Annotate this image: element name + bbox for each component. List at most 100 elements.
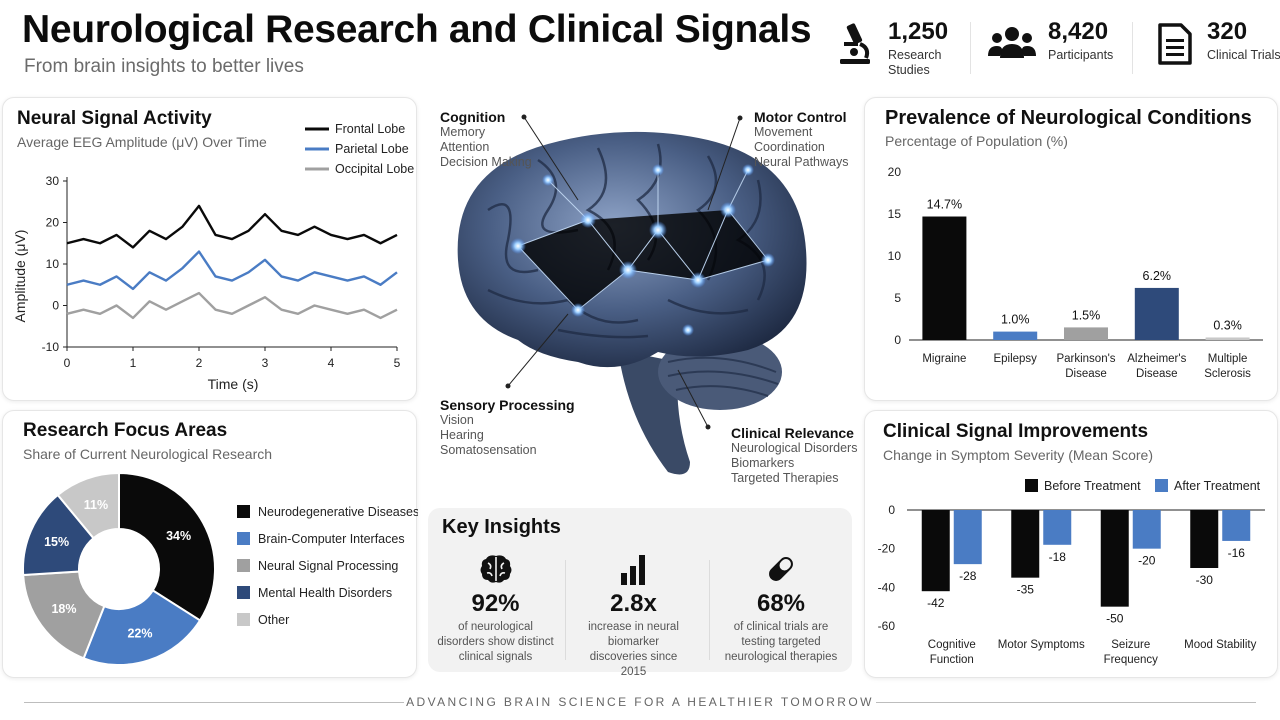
donut-slice <box>22 570 106 660</box>
x-tick-label: 1 <box>130 356 137 370</box>
key-insights-panel: Key Insights 92% of neurological disorde… <box>428 508 852 678</box>
chart-title: Research Focus Areas <box>23 420 228 441</box>
footer-divider-right <box>876 702 1256 703</box>
insight-value: 2.8x <box>610 590 657 617</box>
y-tick-label: 5 <box>894 291 901 305</box>
brain-label-motor-control: Motor Control Movement Coordination Neur… <box>754 109 849 170</box>
legend-label: Before Treatment <box>1044 479 1141 493</box>
y-axis-label: Amplitude (μV) <box>12 230 28 323</box>
research-focus-panel: Research Focus Areas Share of Current Ne… <box>2 410 418 678</box>
bar-chart: 2015105014.7%Migraine1.0%Epilepsy1.5%Par… <box>888 165 1263 380</box>
category-label: Function <box>930 654 974 666</box>
category-label: Motor Symptoms <box>998 639 1085 651</box>
insight-divider <box>709 560 710 660</box>
insight-value: 92% <box>471 590 520 617</box>
bar-value-label: -50 <box>1106 612 1124 626</box>
legend-swatch <box>237 586 250 599</box>
chart-subtitle: Average EEG Amplitude (μV) Over Time <box>17 134 267 150</box>
chart-title: Clinical Signal Improvements <box>883 421 1149 442</box>
y-tick-label: 0 <box>894 333 901 347</box>
legend-label: Brain-Computer Interfaces <box>258 532 405 546</box>
slice-label: 11% <box>84 498 108 512</box>
legend-swatch <box>1025 479 1038 492</box>
insight-divider <box>565 560 566 660</box>
x-tick-label: 4 <box>328 356 335 370</box>
label-item: Movement <box>754 125 813 139</box>
legend-label: Mental Health Disorders <box>258 586 392 600</box>
x-tick-label: 2 <box>196 356 203 370</box>
label-item: Coordination <box>754 140 825 154</box>
bar <box>1100 510 1129 607</box>
insights-title: Key Insights <box>442 516 561 538</box>
chart-title: Prevalence of Neurological Conditions <box>885 107 1252 129</box>
brain-label-sensory-processing: Sensory Processing Vision Hearing Somato… <box>440 397 575 458</box>
category-label: Frequency <box>1104 654 1159 666</box>
bar-value-label: 1.0% <box>1001 313 1029 327</box>
bar-value-label: -28 <box>959 569 977 583</box>
category-label: Cognitive <box>928 639 976 651</box>
donut-slice <box>56 471 120 540</box>
slice-label: 18% <box>51 602 76 616</box>
chart-subtitle: Percentage of Population (%) <box>885 133 1068 149</box>
bar <box>922 216 967 340</box>
category-label: Multiple <box>1208 353 1248 365</box>
x-axis-label: Time (s) <box>208 376 259 392</box>
page-title: Neurological Research and Clinical Signa… <box>22 8 812 51</box>
label-item: Attention <box>440 140 490 154</box>
label-item: Neurological Disorders <box>731 441 858 455</box>
brain-illustration: Cognition Memory Attention Decision Maki… <box>428 100 858 500</box>
bar <box>1190 510 1219 568</box>
label-heading: Cognition <box>440 109 506 125</box>
legend-swatch <box>237 532 250 545</box>
prevalence-panel: Prevalence of Neurological Conditions Pe… <box>864 97 1278 401</box>
footer-tagline: ADVANCING BRAIN SCIENCE FOR A HEALTHIER … <box>406 695 874 709</box>
donut-chart: 34%Neurodegenerative Diseases22%Brain-Co… <box>22 471 418 666</box>
bar-value-label: 0.3% <box>1213 318 1242 332</box>
legend-label: Neural Signal Processing <box>258 559 398 573</box>
document-icon <box>1158 23 1192 65</box>
insight-text: of clinical trials are testing targeted … <box>724 621 838 663</box>
label-heading: Sensory Processing <box>440 397 575 413</box>
bar <box>1134 287 1179 340</box>
insight-value: 68% <box>756 590 806 617</box>
y-tick-label: 10 <box>46 257 60 271</box>
insight-item: 92% of neurological disorders show disti… <box>428 552 563 665</box>
label-item: Targeted Therapies <box>731 471 839 485</box>
slice-label: 22% <box>127 627 152 641</box>
legend-label: Neurodegenerative Diseases <box>258 505 418 519</box>
label-item: Vision <box>440 413 474 427</box>
category-label: Disease <box>1065 368 1107 380</box>
stat-divider <box>1132 22 1133 74</box>
y-tick-label: -40 <box>878 580 896 594</box>
y-tick-label: -60 <box>878 619 896 633</box>
header: Neurological Research and Clinical Signa… <box>0 0 1280 92</box>
bar-value-label: -30 <box>1196 573 1214 587</box>
category-label: Migraine <box>922 353 966 365</box>
people-icon <box>988 27 1036 58</box>
bar-value-label: 14.7% <box>927 198 962 212</box>
legend-swatch <box>237 505 250 518</box>
x-tick-label: 0 <box>64 356 71 370</box>
bar-value-label: 6.2% <box>1143 269 1172 283</box>
brain-icon <box>480 555 511 583</box>
stat-divider <box>970 22 971 74</box>
y-tick-label: 0 <box>52 299 59 313</box>
y-tick-label: 10 <box>888 249 902 263</box>
page-subtitle: From brain insights to better lives <box>24 56 304 77</box>
category-label: Alzheimer's <box>1127 353 1186 365</box>
category-label: Mood Stability <box>1184 639 1256 651</box>
label-item: Hearing <box>440 428 484 442</box>
bar <box>1132 510 1161 549</box>
insight-item: 68% of clinical trials are testing targe… <box>710 552 852 665</box>
y-tick-label: -10 <box>42 340 60 354</box>
bar <box>993 331 1038 340</box>
neural-nodes <box>510 164 775 336</box>
y-tick-label: 0 <box>888 503 895 517</box>
category-label: Epilepsy <box>993 353 1037 365</box>
bar-value-label: -35 <box>1017 583 1035 597</box>
insight-text: increase in neural biomarker discoveries… <box>588 621 679 678</box>
label-item: Neural Pathways <box>754 155 849 169</box>
legend-label: Occipital Lobe <box>335 162 414 176</box>
bar-chart-icon <box>620 555 645 585</box>
legend-swatch <box>237 559 250 572</box>
